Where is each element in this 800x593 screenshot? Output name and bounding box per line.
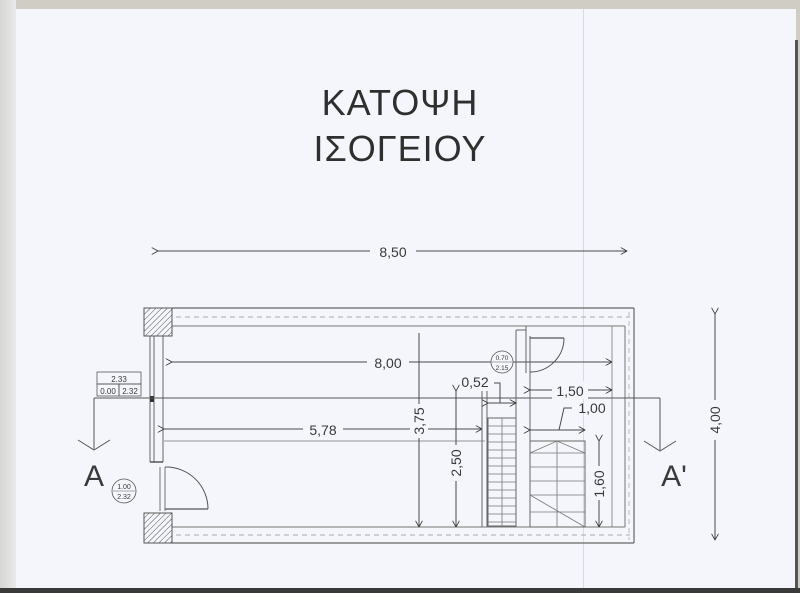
svg-text:8,00: 8,00 <box>374 355 401 371</box>
svg-text:0,52: 0,52 <box>461 374 488 390</box>
svg-text:2.15: 2.15 <box>496 365 509 372</box>
svg-text:4,00: 4,00 <box>707 406 723 433</box>
drawing-title-line2: ΙΣΟΓΕΙΟΥ <box>313 128 487 169</box>
dimension-landing-width: 1,50 <box>530 381 612 399</box>
svg-text:1,60: 1,60 <box>591 470 607 497</box>
svg-text:5,78: 5,78 <box>309 422 336 438</box>
entrance-door <box>150 461 209 511</box>
column-bottom-left <box>143 512 173 544</box>
dimension-stair-width: 0,52 <box>461 374 516 403</box>
dimension-stair2-width: 1,00 <box>530 400 606 430</box>
scan-right-edge <box>795 40 798 590</box>
staircase-straight <box>481 330 517 527</box>
svg-text:2.32: 2.32 <box>117 494 131 501</box>
svg-text:1,00: 1,00 <box>578 400 605 416</box>
dimension-overall-depth: 4,00 <box>706 314 724 540</box>
svg-text:3,75: 3,75 <box>411 407 427 434</box>
door-tag-entrance: 1.00 2.32 <box>111 478 137 504</box>
window-tag: 2.33 0.00 2.32 <box>96 371 142 397</box>
scan-left-edge <box>0 0 16 593</box>
section-marker-a: A <box>84 460 104 493</box>
svg-text:2,50: 2,50 <box>448 449 464 476</box>
paper-fold-line <box>583 9 584 589</box>
dimension-overall-width: 8,50 <box>158 242 627 260</box>
dimension-stair2-length: 1,60 <box>590 441 608 527</box>
svg-text:1,50: 1,50 <box>556 383 583 399</box>
svg-text:2.33: 2.33 <box>111 375 127 384</box>
staircase-winder <box>529 440 586 528</box>
svg-text:8,50: 8,50 <box>379 244 406 260</box>
scan-bottom-edge <box>0 588 800 593</box>
dimension-stair-height: 2,50 <box>447 391 465 527</box>
svg-text:1.00: 1.00 <box>117 484 131 491</box>
drawing-title-line1: ΚΑΤΟΨΗ <box>321 82 479 123</box>
column-top-left <box>143 307 173 337</box>
svg-text:2.32: 2.32 <box>122 387 138 396</box>
dimension-partial-width: 5,78 <box>164 420 485 442</box>
dimension-interior-width: 8,00 <box>172 353 612 371</box>
door-tag-interior: 0.70 2.15 <box>490 350 514 374</box>
window-left <box>149 336 164 462</box>
svg-text:0.70: 0.70 <box>496 355 509 362</box>
dimension-interior-depth: 3,75 <box>410 333 428 527</box>
section-marker-a-prime: A' <box>661 460 687 493</box>
paper-sheet <box>16 9 796 589</box>
svg-text:0.00: 0.00 <box>100 387 116 396</box>
